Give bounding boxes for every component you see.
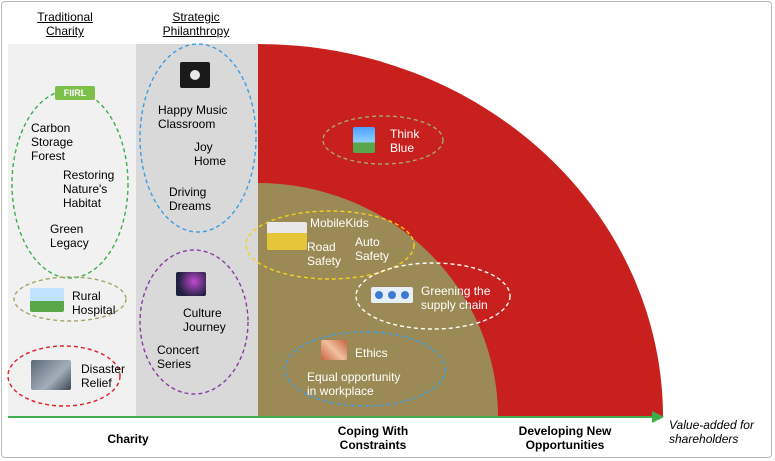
axis-label-developing-new-opportunities: Developing New Opportunities bbox=[518, 424, 612, 452]
label-disaster-relief: Disaster Relief bbox=[81, 362, 126, 390]
label-rural-hospital: Rural Hospital bbox=[72, 289, 116, 317]
label-ethics: Ethics bbox=[355, 346, 388, 360]
think-blue-photo-icon bbox=[353, 127, 375, 153]
traditional-charity-panel bbox=[8, 44, 136, 417]
label-carbon-storage-forest: Carbon Storage Forest bbox=[31, 121, 74, 163]
culture-photo-icon bbox=[176, 272, 206, 296]
forest-logo-text: FIIRL bbox=[63, 88, 87, 98]
music-programs-ellipse bbox=[139, 43, 257, 233]
disaster-relief-ellipse bbox=[7, 345, 121, 407]
label-mobilekids: MobileKids bbox=[310, 216, 369, 230]
label-auto-safety: Auto Safety bbox=[355, 235, 390, 263]
forest-logo-icon: FIIRL bbox=[55, 86, 95, 100]
label-culture-journey: Culture Journey bbox=[183, 306, 226, 334]
think-blue-ellipse bbox=[322, 115, 444, 165]
label-joy-home: Joy Home bbox=[194, 140, 227, 168]
label-equal-opportunity: Equal opportunity in workplace bbox=[307, 370, 401, 398]
axis-label-charity: Charity bbox=[107, 432, 149, 446]
axis-label-value-added: Value-added for shareholders bbox=[669, 418, 754, 446]
ethics-ellipse bbox=[284, 331, 446, 407]
label-restoring-natures-habitat: Restoring Nature's Habitat bbox=[63, 168, 115, 210]
disaster-photo-icon bbox=[31, 360, 71, 390]
mobilekids-photo-icon bbox=[267, 222, 307, 250]
label-road-safety: Road Safety bbox=[307, 240, 342, 268]
supply-chain-photo-icon bbox=[371, 287, 413, 303]
strategic-philanthropy-header: Strategic Philanthropy bbox=[162, 10, 230, 38]
culture-programs-ellipse bbox=[139, 249, 249, 395]
traditional-charity-header: Traditional Charity bbox=[37, 10, 93, 38]
label-driving-dreams: Driving Dreams bbox=[169, 185, 212, 213]
label-think-blue: Think Blue bbox=[390, 127, 420, 155]
label-greening-supply-chain: Greening the supply chain bbox=[421, 284, 491, 312]
rural-hospital-ellipse bbox=[13, 276, 127, 322]
axis-label-coping-with-constraints: Coping With Constraints bbox=[337, 424, 409, 452]
ethics-photo-icon bbox=[321, 340, 347, 360]
strategic-philanthropy-panel bbox=[136, 44, 258, 417]
label-green-legacy: Green Legacy bbox=[50, 222, 89, 250]
hospital-photo-icon bbox=[30, 288, 64, 312]
mobilekids-ellipse bbox=[245, 210, 415, 280]
label-concert-series: Concert Series bbox=[157, 343, 200, 371]
forest-programs-ellipse bbox=[11, 89, 129, 279]
label-happy-music-classroom: Happy Music Classroom bbox=[158, 103, 228, 131]
greening-ellipse bbox=[355, 262, 511, 330]
music-photo-icon bbox=[180, 62, 210, 88]
value-axis-arrowhead bbox=[652, 411, 664, 423]
